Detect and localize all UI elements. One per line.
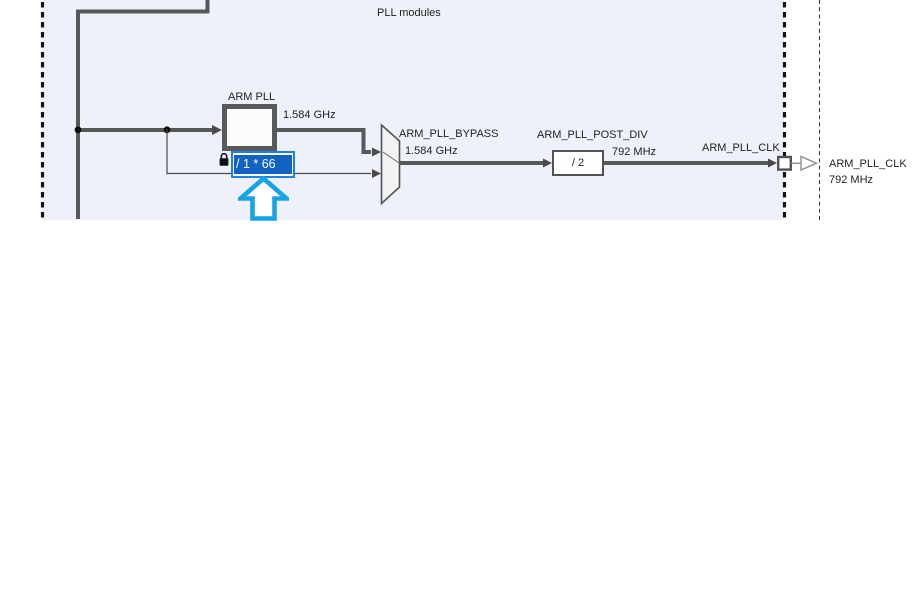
region-title: PLL modules [377,7,441,19]
bypass-mux-freq: 1.584 GHz [405,145,458,157]
up-arrow-pointer-icon [234,175,293,221]
lock-icon[interactable] [219,152,229,167]
arm-pll-title: ARM PLL [228,91,276,103]
arrowhead-output-port [768,158,777,168]
post-div-label: ARM_PLL_POST_DIV [537,129,648,141]
wire-arm-pll-output [277,128,371,154]
post-divider-value: / 2 [571,157,585,169]
arrowhead-post-div-input [543,158,552,168]
post-divider-box[interactable]: / 2 [552,150,604,176]
external-output-label: ARM_PLL_CLK [829,158,907,170]
junction-dot [74,126,82,134]
loop-divider-field[interactable]: / 1 * 66 [231,151,295,178]
arm-pll-box[interactable] [222,104,277,151]
pll-modules-region [42,0,784,220]
wire-bypass [166,129,371,175]
pll-clk-label: ARM_PLL_CLK [702,142,780,154]
lock-body [219,158,229,166]
output-port[interactable] [777,155,793,171]
arrowhead-arm-pll-input [212,125,222,135]
arrowhead-mux-input-1 [372,169,381,178]
arrowhead-mux-input-0 [372,147,381,157]
lock-shackle [220,152,228,159]
post-div-freq: 792 MHz [612,146,657,158]
up-arrow-shape [234,175,293,221]
output-terminal-triangle[interactable] [800,155,819,172]
loop-divider-value[interactable]: / 1 * 66 [234,155,292,174]
external-output-freq: 792 MHz [829,174,874,186]
mux-selected-path [382,151,400,164]
bypass-mux[interactable] [380,123,401,206]
bypass-mux-label: ARM_PLL_BYPASS [399,128,499,140]
arm-pll-output-freq: 1.584 GHz [283,109,336,121]
wire-source-trunk [76,0,210,219]
clipped-top-frequency: 24 MHz [826,0,896,4]
